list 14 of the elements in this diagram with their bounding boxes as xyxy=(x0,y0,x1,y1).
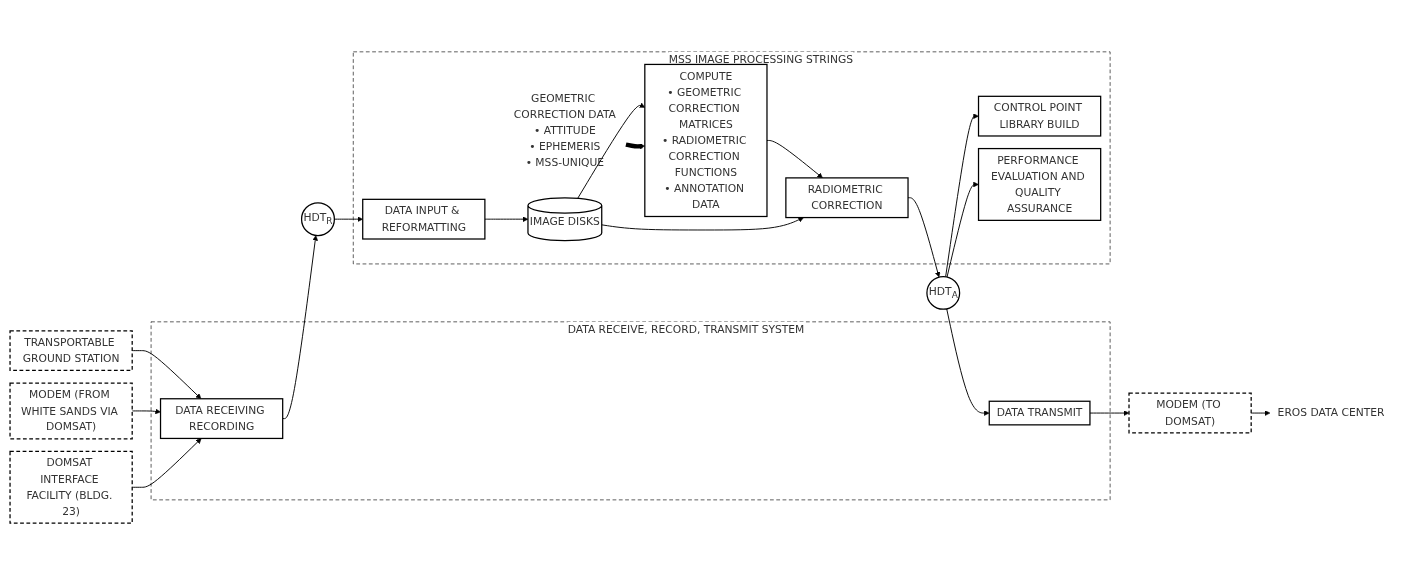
node-box: DATA INPUT & REFORMATTING xyxy=(362,198,486,240)
node-circle: HDT$_{R}$ xyxy=(300,202,335,237)
node-box: PERFORMANCE EVALUATION AND QUALITY ASSURANCE xyxy=(977,147,1102,221)
node-box: MODEM (TO DOMSAT) xyxy=(1128,392,1252,434)
node-box: TRANSPORTABLE GROUND STATION xyxy=(9,330,133,372)
node-circle: HDT$_{A}$ xyxy=(926,275,961,310)
node-box: RADIOMETRIC CORRECTION xyxy=(785,177,909,219)
node-box: MODEM (FROM WHITE SANDS VIA DOMSAT) xyxy=(9,382,133,440)
node-box: COMPUTE • GEOMETRIC CORRECTION MATRICES • RADIOMETRIC CORRECTION FUNCTIONS • ANNOTATION DATA xyxy=(644,63,768,218)
node-box: DOMSAT INTERFACE FACILITY (BLDG. 23) xyxy=(9,450,133,524)
node-box: DATA TRANSMIT xyxy=(988,400,1091,426)
node-text: EROS DATA CENTER xyxy=(1277,406,1385,419)
node-box: CONTROL POINT LIBRARY BUILD xyxy=(977,95,1102,137)
node-box: DATA RECEIVING RECORDING xyxy=(159,398,284,440)
